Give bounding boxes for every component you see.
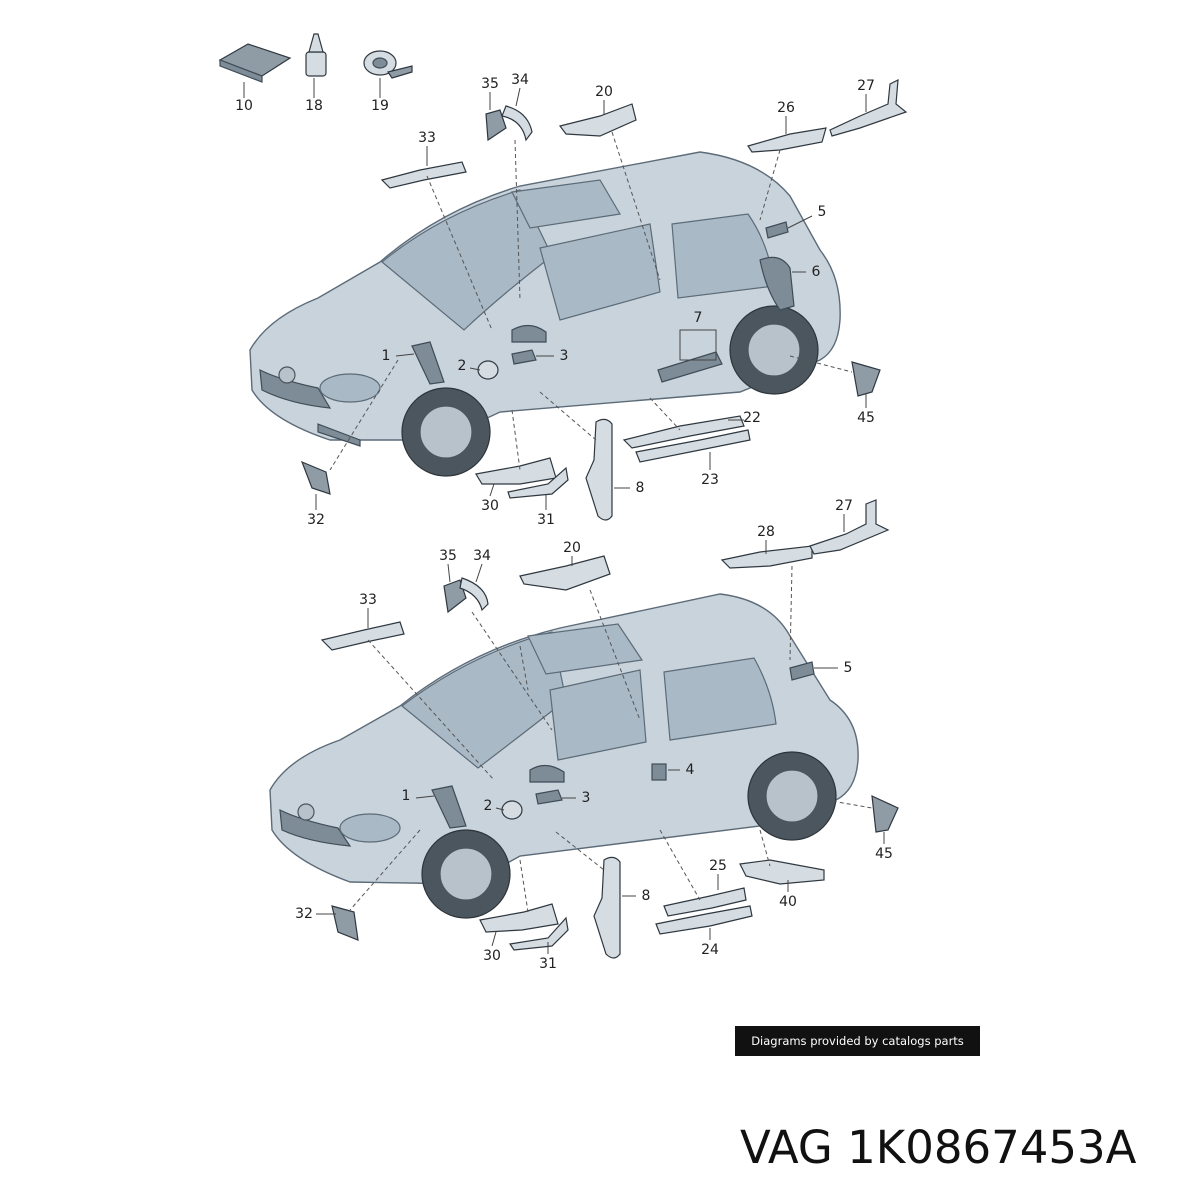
part-32-bottom [331, 905, 359, 941]
callout-3-b: 3 [582, 790, 591, 806]
callout-30: 30 [481, 498, 499, 514]
car-bottom [269, 593, 859, 919]
part-4-bottom [651, 763, 667, 781]
callout-27-b: 27 [835, 498, 853, 514]
part-8-top [585, 418, 613, 521]
callout-4-b: 4 [686, 762, 695, 778]
callout-2-b: 2 [484, 798, 493, 814]
callout-18: 18 [305, 98, 323, 114]
part-27-bottom [809, 499, 890, 555]
callout-2: 2 [458, 358, 467, 374]
callout-10: 10 [235, 98, 253, 114]
callout-33-b: 33 [359, 592, 377, 608]
part-19-tape-roll [363, 50, 413, 79]
callout-30-b: 30 [483, 948, 501, 964]
part-33-bottom [320, 621, 405, 651]
part-34-bottom [459, 577, 489, 612]
part-1-top [411, 341, 445, 385]
part-number: 1K0867453A [847, 1121, 1137, 1174]
callout-24-b: 24 [701, 942, 719, 958]
callout-34-b: 34 [473, 548, 491, 564]
part-6-top [759, 256, 795, 311]
labels-bottom: 35 34 20 28 27 33 5 4 1 2 3 45 32 8 25 4… [295, 498, 893, 972]
part-33-strip [380, 161, 467, 189]
callout-1: 1 [382, 348, 391, 364]
part-20-roof-insulation [558, 103, 637, 137]
callout-28-b: 28 [757, 524, 775, 540]
callout-34: 34 [511, 72, 529, 88]
callout-20-b: 20 [563, 540, 581, 556]
callout-45: 45 [857, 410, 875, 426]
part-2-bottom [501, 800, 523, 820]
part-18-cartridge [305, 33, 327, 77]
callout-35: 35 [481, 76, 499, 92]
callout-27: 27 [857, 78, 875, 94]
callout-23: 23 [701, 472, 719, 488]
part-40-bottom [739, 859, 825, 885]
callout-33: 33 [418, 130, 436, 146]
callout-45-b: 45 [875, 846, 893, 862]
callout-20: 20 [595, 84, 613, 100]
part-3-top [511, 349, 537, 365]
part-title: VAG 1K0867453A [740, 1118, 1150, 1178]
car-top [249, 151, 841, 477]
part-3-bottom [535, 789, 563, 805]
callout-35-b: 35 [439, 548, 457, 564]
callout-5: 5 [818, 204, 827, 220]
part-34-seal-arc [501, 105, 533, 142]
part-10-pad [218, 43, 292, 83]
callout-26: 26 [777, 100, 795, 116]
part-31-bottom [508, 916, 569, 951]
credit-banner: Diagrams provided by catalogs parts [735, 1026, 980, 1056]
part-8-bottom [593, 856, 621, 959]
part-30-bottom [479, 903, 559, 933]
part-35-bracket [485, 109, 507, 142]
part-25-bottom [663, 887, 747, 917]
part-45-top [851, 361, 881, 397]
part-32-top [300, 460, 331, 495]
callout-40-b: 40 [779, 894, 797, 910]
callout-5-b: 5 [844, 660, 853, 676]
callout-22: 22 [743, 410, 761, 426]
callout-7: 7 [694, 310, 703, 326]
brand-name: VAG [740, 1121, 833, 1174]
part-20-bottom [519, 555, 611, 591]
part-5-top [765, 221, 789, 239]
callout-25-b: 25 [709, 858, 727, 874]
part-2-top [477, 360, 499, 380]
callout-31: 31 [537, 512, 555, 528]
callout-32-b: 32 [295, 906, 313, 922]
callout-1-b: 1 [402, 788, 411, 804]
part-5-bottom [789, 661, 815, 681]
part-45-bottom [871, 795, 899, 833]
callout-32: 32 [307, 512, 325, 528]
part-30-top [475, 457, 557, 485]
callout-3: 3 [560, 348, 569, 364]
callout-19: 19 [371, 98, 389, 114]
part-23-top [635, 429, 751, 463]
labels-top: 10 18 19 35 34 20 26 27 33 5 6 1 2 3 7 2… [235, 72, 875, 528]
part-1-bottom [431, 785, 467, 829]
callout-8: 8 [636, 480, 645, 496]
part-31-top [507, 466, 569, 499]
part-22-top [622, 415, 745, 449]
callout-8-b: 8 [642, 888, 651, 904]
part-27-rear-strip [829, 78, 908, 137]
part-28-bottom [720, 545, 813, 569]
callout-31-b: 31 [539, 956, 557, 972]
part-26-rear-pad [747, 127, 827, 153]
callout-6: 6 [812, 264, 821, 280]
part-24-bottom [655, 905, 753, 935]
